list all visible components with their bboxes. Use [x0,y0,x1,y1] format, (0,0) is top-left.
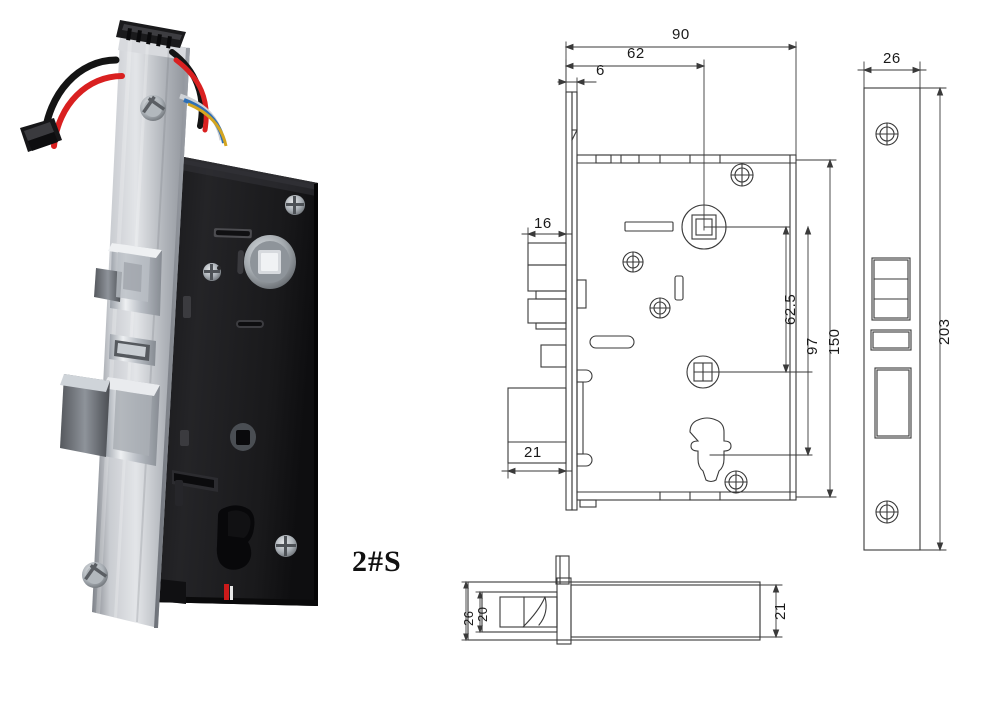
dim-backset-label: 62 [627,45,645,62]
latch-bolt-middle [109,334,156,366]
faceplate [82,38,190,628]
dim-case-height-label: 150 [826,328,843,355]
bottom-view [467,555,761,645]
dim-faceplate-length-label: 203 [936,318,953,345]
front-view-pins [576,279,593,467]
dim-inner-offset-label: 20 [475,606,490,622]
connector-plug [20,118,62,152]
dead-bolt [60,374,160,466]
dim-faceplate-width-label: 26 [883,50,901,67]
bottom-view-dimensions [461,580,783,642]
latch-bolt-upper [94,243,162,316]
product-photo [0,0,340,660]
front-view-outline [565,91,797,511]
dim-faceplate-depth-label: 26 [461,610,476,626]
dim-overall-depth-label: 90 [672,26,690,43]
dim-deadbolt-width-label: 21 [524,444,542,461]
dim-faceplate-thickness-label: 6 [596,62,605,79]
front-view-dimensions [501,41,837,499]
dim-latch-projection-label: 16 [534,215,552,232]
side-view-dimensions [857,61,947,552]
side-view-faceplate [863,87,921,551]
dim-case-depth-label: 21 [772,602,789,620]
model-code-label: 2#S [352,545,402,578]
front-view-bolts [507,242,567,464]
dim-spindle-to-cylinder-label: 62.5 [782,293,799,325]
dim-spindle-to-keyhole-label: 97 [804,337,821,355]
front-view-internals [589,163,754,494]
ribbon-connector [116,20,186,49]
product-photo-image [20,20,318,628]
wire-harness [20,20,228,152]
